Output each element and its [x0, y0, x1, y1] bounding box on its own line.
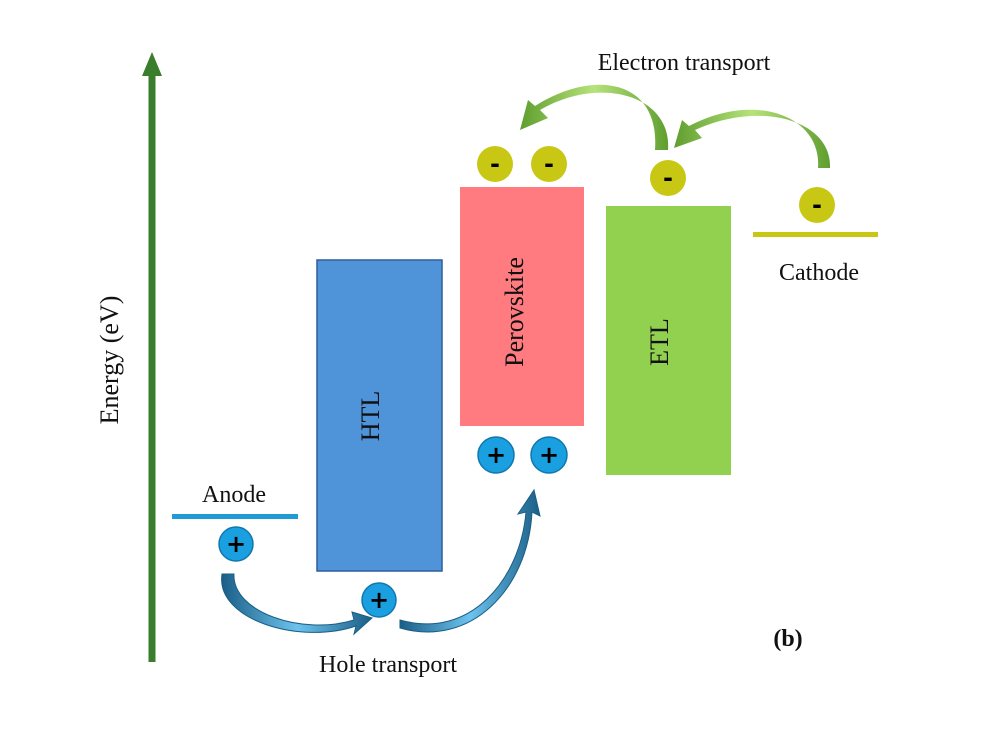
perovskite-electron-1: -	[477, 146, 513, 182]
cathode-group: - Cathode	[753, 187, 878, 286]
cathode-electron: -	[799, 187, 835, 223]
perovskite-hole-2: +	[530, 436, 568, 474]
anode-hole: +	[218, 526, 254, 562]
anode-label: Anode	[202, 482, 266, 508]
cathode-level-line	[753, 232, 878, 237]
perovskite-label: Perovskite	[500, 257, 529, 367]
cathode-label: Cathode	[779, 260, 859, 286]
htl-hole: +	[361, 582, 397, 618]
perovskite-electron-2: -	[531, 146, 567, 182]
perovskite-block	[460, 187, 584, 426]
panel-label: (b)	[773, 626, 802, 652]
perovskite-layer: Perovskite - - + +	[460, 146, 584, 474]
hole-symbol: +	[369, 586, 389, 614]
electron-arrow-cathode-to-etl	[674, 109, 831, 168]
hole-transport-arrows: Hole transport	[221, 488, 541, 678]
etl-block	[606, 206, 731, 475]
hole-arrow-anode-to-htl	[221, 573, 374, 636]
hole-symbol: +	[539, 441, 559, 469]
hole-arrow-htl-to-perovskite	[399, 488, 541, 633]
anode-group: Anode +	[172, 482, 298, 562]
electron-symbol: -	[663, 164, 673, 192]
anode-level-line	[172, 514, 298, 519]
htl-label: HTL	[356, 391, 385, 442]
hole-transport-label: Hole transport	[319, 652, 457, 678]
electron-symbol: -	[490, 150, 500, 178]
hole-symbol: +	[226, 530, 246, 558]
htl-layer: HTL +	[316, 259, 443, 618]
htl-block	[316, 259, 443, 572]
energy-axis-arrowhead	[142, 52, 162, 76]
electron-symbol: -	[812, 191, 822, 219]
perovskite-hole-1: +	[477, 436, 515, 474]
electron-transport-arrows: Electron transport	[520, 50, 831, 168]
etl-layer: ETL -	[606, 160, 731, 475]
electron-transport-label: Electron transport	[598, 50, 771, 76]
hole-symbol: +	[486, 441, 506, 469]
energy-axis: Energy (eV)	[95, 52, 162, 662]
electron-arrow-etl-to-perovskite	[520, 84, 669, 150]
etl-electron: -	[650, 160, 686, 196]
energy-axis-label: Energy (eV)	[95, 296, 124, 425]
electron-symbol: -	[544, 150, 554, 178]
etl-label: ETL	[645, 318, 674, 366]
